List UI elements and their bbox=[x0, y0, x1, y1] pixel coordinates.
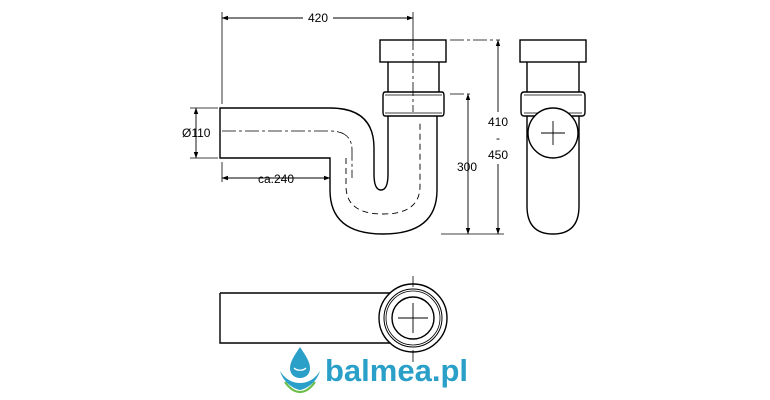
dim-420-label: 420 bbox=[308, 11, 328, 25]
dim-separator-label: - bbox=[496, 131, 500, 145]
side-view-cross bbox=[541, 121, 565, 145]
sleeve-ring bbox=[382, 91, 445, 117]
side-top-coupling bbox=[519, 39, 587, 63]
brand-name: balmea.pl bbox=[325, 353, 468, 388]
dim-240-label: ca.240 bbox=[258, 172, 294, 186]
top-view-cross bbox=[398, 303, 428, 333]
side-body bbox=[526, 116, 580, 235]
top-inner-ring bbox=[391, 296, 435, 340]
trap-body bbox=[219, 107, 438, 235]
dim-110-label: Ø110 bbox=[182, 126, 211, 140]
brand-logo: balmea.pl bbox=[280, 347, 468, 394]
dim-300-label: 300 bbox=[457, 160, 477, 174]
dim-450-label: 450 bbox=[488, 148, 508, 162]
top-view-pipe bbox=[219, 292, 390, 344]
dim-410-label: 410 bbox=[488, 115, 508, 129]
dimension-lines bbox=[193, 15, 501, 235]
water-drop-hands-icon bbox=[280, 347, 320, 394]
front-view-centerlines bbox=[222, 36, 500, 178]
extension-lines bbox=[190, 12, 504, 235]
front-view bbox=[219, 39, 447, 235]
